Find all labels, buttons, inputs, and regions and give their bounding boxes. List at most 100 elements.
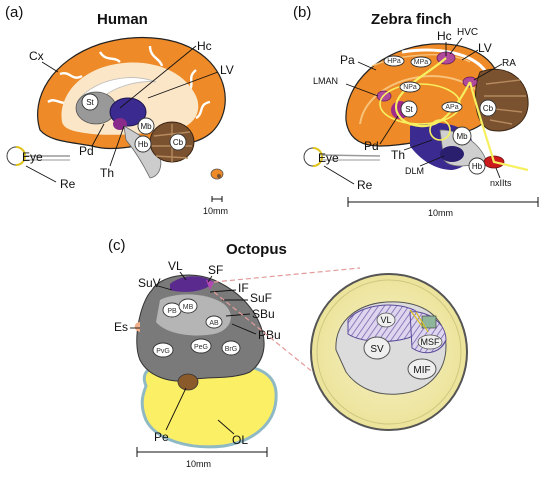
inset-vl-label: VL (380, 315, 391, 325)
octopus-vl-label: VL (168, 259, 183, 273)
finch-eye-label: Eye (318, 151, 339, 165)
human-scale-bar (211, 196, 223, 202)
finch-hpa-oval (383, 55, 405, 67)
octopus-pvg-oval (152, 342, 174, 358)
octopus-pvg-label: PvG (156, 348, 170, 355)
panel-c-octopus: (c) Octopus PB MB AB PvG PeG BrG VL SF S… (108, 237, 468, 469)
octopus-peg-oval (190, 338, 212, 354)
octopus-pe-label: Pe (154, 430, 169, 444)
human-cb-circle (169, 133, 187, 151)
human-cx-label: Cx (29, 49, 44, 63)
finch-dlm-region (440, 146, 464, 162)
finch-re-label: Re (357, 178, 373, 192)
finch-lv-label: LV (478, 41, 492, 55)
finch-nxllts-label: nxIIts (490, 178, 512, 188)
human-lv-label: LV (220, 63, 234, 77)
octopus-ab-oval (205, 315, 223, 329)
octopus-esophagus (134, 322, 140, 332)
octopus-pbu-label: PBu (258, 328, 281, 342)
panel-c-label: (c) (108, 237, 126, 254)
human-mb-label: Mb (140, 122, 152, 131)
finch-cb-label: Cb (483, 104, 494, 113)
finch-mpa-oval (410, 56, 432, 68)
human-st-label: St (86, 98, 94, 107)
panel-a-title: Human (97, 11, 148, 28)
finch-hc-label: Hc (437, 29, 452, 43)
finch-song-pathway (395, 57, 529, 172)
octopus-zoom-line-top (213, 267, 361, 283)
octopus-scale-bar (136, 447, 268, 457)
inset-mif-oval (407, 358, 437, 380)
finch-th-label: Th (391, 148, 405, 162)
finch-apa-label: APa (445, 104, 458, 111)
finch-pa-label: Pa (340, 53, 355, 67)
finch-apa-oval (441, 101, 463, 113)
human-st-circle (81, 93, 99, 111)
human-eye-label: Eye (22, 150, 43, 164)
panel-c-title: Octopus (226, 241, 287, 258)
human-hb-circle (134, 135, 152, 153)
finch-cb-circle (479, 99, 497, 117)
human-hb-label: Hb (138, 140, 149, 149)
octopus-peg-label: PeG (194, 344, 208, 351)
panel-a-label: (a) (5, 4, 23, 21)
human-eye (6, 146, 70, 166)
octopus-sbu-label: SBu (252, 307, 275, 321)
finch-scale-bar (347, 197, 539, 207)
inset-sv-label: SV (370, 344, 384, 355)
human-mb-circle (137, 117, 155, 135)
finch-pathway-ring (429, 119, 451, 141)
panel-b-zebra-finch: (b) Zebra finch HPa MPa NPa (293, 4, 539, 218)
octopus-suf-label: SuF (250, 291, 272, 305)
human-scale-comparison-icon (210, 168, 224, 180)
panel-b-title: Zebra finch (371, 11, 452, 28)
inset-msf-oval (417, 334, 443, 350)
octopus-sf-label: SF (208, 263, 223, 277)
panel-b-label: (b) (293, 4, 311, 21)
inset-mif-label: MIF (413, 365, 430, 376)
human-hc-label: Hc (197, 39, 212, 53)
finch-pd-label: Pd (364, 139, 379, 153)
human-cb-label: Cb (173, 138, 184, 147)
finch-hpa-label: HPa (387, 58, 401, 65)
octopus-if-label: IF (238, 281, 249, 295)
finch-hb-label: Hb (472, 162, 483, 171)
finch-lman-label: LMAN (313, 76, 338, 86)
octopus-inset-magnification (310, 273, 468, 431)
finch-hvc-label: HVC (457, 27, 478, 38)
inset-sv-oval (363, 336, 391, 360)
finch-scale-label: 10mm (428, 208, 453, 218)
finch-st-circle (400, 100, 418, 118)
octopus-mb-oval (178, 298, 198, 314)
finch-cerebellum (474, 68, 529, 132)
finch-mb-label: Mb (456, 132, 468, 141)
finch-eye (303, 147, 381, 167)
octopus-ab-label: AB (209, 320, 219, 327)
octopus-brg-oval (221, 340, 241, 356)
inset-msf-label: MSF (421, 337, 441, 347)
finch-mb-circle (452, 126, 472, 146)
octopus-zoom-line-bottom (213, 291, 331, 387)
human-re-label: Re (60, 177, 76, 191)
finch-st-label: St (405, 105, 413, 114)
octopus-suv-label: SuV (138, 276, 161, 290)
finch-ra-label: RA (502, 58, 516, 69)
human-scale-label: 10mm (203, 206, 228, 216)
octopus-scale-label: 10mm (186, 459, 211, 469)
octopus-peduncle-lobe (177, 373, 199, 391)
inset-vl-oval (376, 312, 396, 328)
octopus-brg-label: BrG (225, 346, 237, 353)
finch-npa-oval (399, 81, 421, 93)
human-pd-label: Pd (79, 144, 94, 158)
finch-hb-circle (468, 157, 486, 175)
finch-dlm-label: DLM (405, 166, 424, 176)
finch-npa-label: NPa (403, 84, 417, 91)
finch-mpa-label: MPa (414, 59, 429, 66)
octopus-es-label: Es (114, 320, 128, 334)
panel-a-human: (a) Human St Mb Hb Cb (5, 4, 234, 216)
octopus-vertical-lobe (170, 276, 214, 292)
octopus-ol-label: OL (232, 433, 248, 447)
human-th-label: Th (100, 166, 114, 180)
octopus-mb-label: MB (183, 304, 194, 311)
